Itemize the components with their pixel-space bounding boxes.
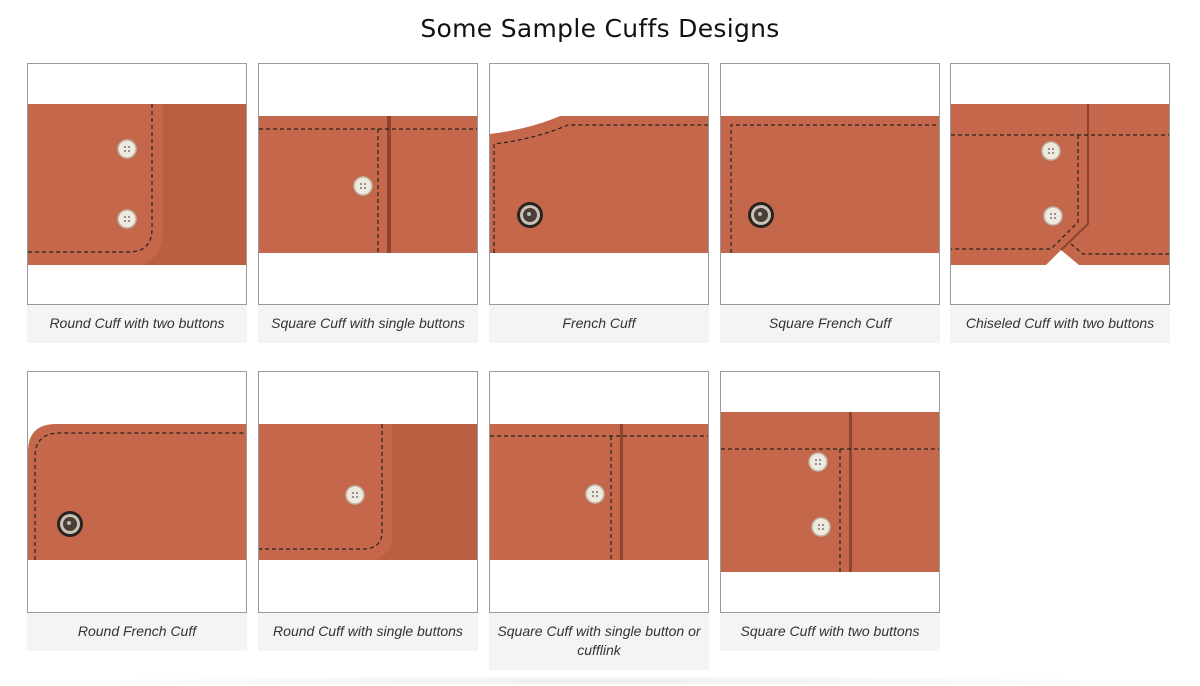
cuff-image [27, 63, 247, 305]
cuff-image [27, 371, 247, 613]
cuff-caption: Round Cuff with two buttons [27, 305, 247, 343]
cuff-caption: Round Cuff with single buttons [258, 613, 478, 651]
cuff-image [720, 371, 940, 613]
cuff-card[interactable]: Round French Cuff [27, 371, 247, 651]
cuff-caption: Chiseled Cuff with two buttons [950, 305, 1170, 343]
cuff-card[interactable]: Square Cuff with single buttons [258, 63, 478, 343]
cuff-caption: Square French Cuff [720, 305, 940, 343]
cuff-caption: Round French Cuff [27, 613, 247, 651]
cuff-card[interactable]: Round Cuff with two buttons [27, 63, 247, 343]
cuff-caption: Square Cuff with two buttons [720, 613, 940, 651]
cuff-card[interactable]: Square French Cuff [720, 63, 940, 343]
cuff-caption: Square Cuff with single buttons [258, 305, 478, 343]
cuff-image [720, 63, 940, 305]
cuff-card[interactable]: French Cuff [489, 63, 709, 343]
footer-shadow [60, 676, 1140, 686]
cuff-card[interactable]: Round Cuff with single buttons [258, 371, 478, 651]
cuff-image [258, 371, 478, 613]
cuff-image [950, 63, 1170, 305]
cuff-caption: Square Cuff with single button or cuffli… [489, 613, 709, 670]
cuff-caption: French Cuff [489, 305, 709, 343]
cuff-card[interactable]: Square Cuff with two buttons [720, 371, 940, 651]
cuff-card[interactable]: Chiseled Cuff with two buttons [950, 63, 1170, 343]
cuff-image [489, 371, 709, 613]
page-title: Some Sample Cuffs Designs [420, 14, 780, 43]
cuff-image [258, 63, 478, 305]
cuff-image [489, 63, 709, 305]
cuff-card[interactable]: Square Cuff with single button or cuffli… [489, 371, 709, 670]
